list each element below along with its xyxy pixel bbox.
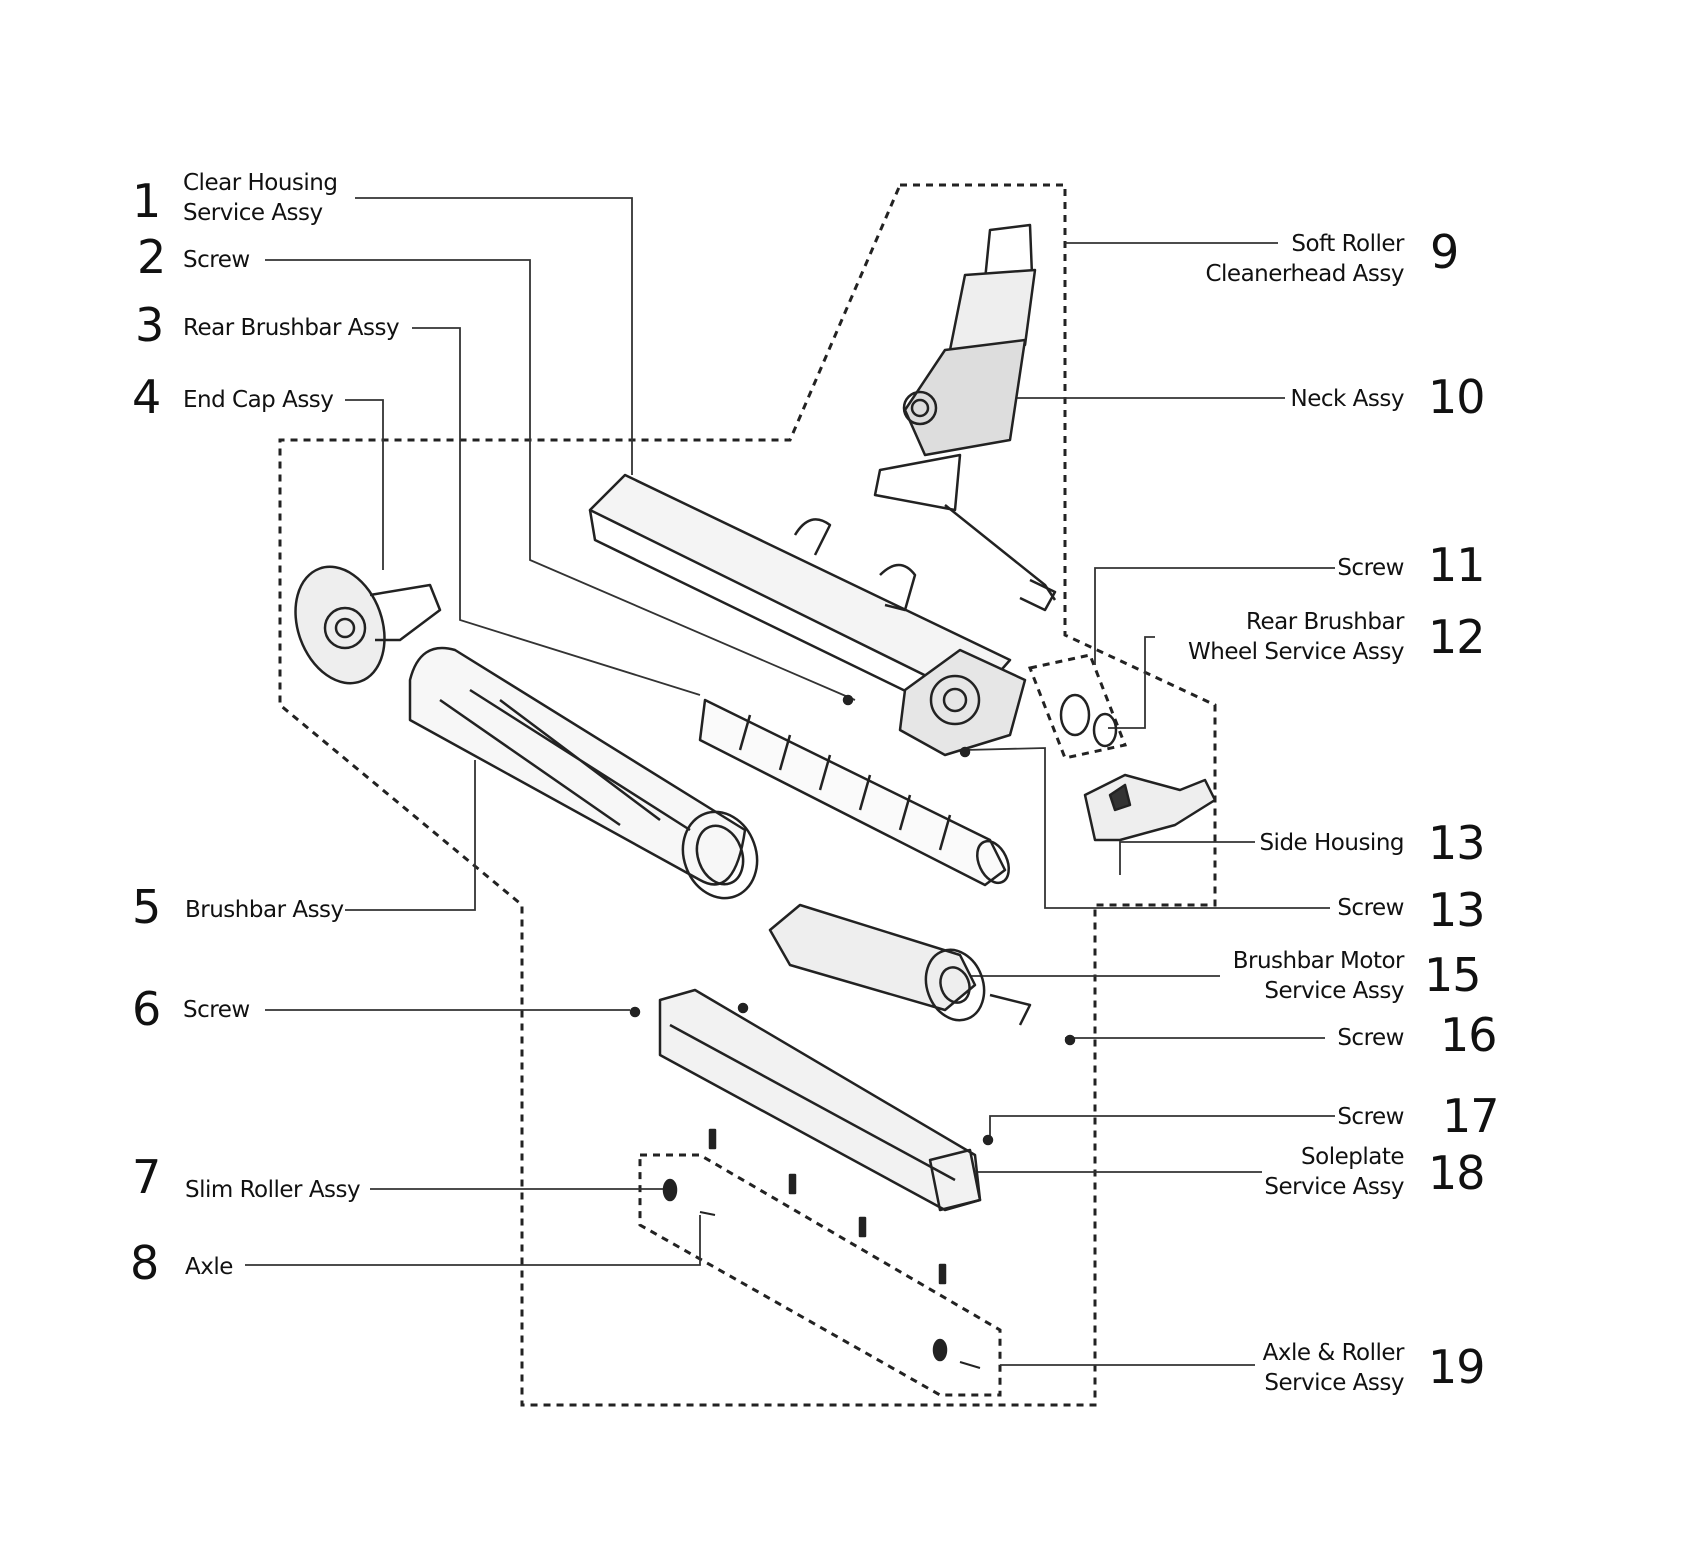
part-label-8-line-1: Axle — [185, 1254, 233, 1280]
part-label-13-side-housing: Side Housing — [1259, 828, 1404, 858]
brushbar-motor-drawing — [768, 903, 1032, 1026]
part-number-16: 16 — [1440, 1008, 1498, 1062]
part-label-18-line-2: Service Assy — [1264, 1174, 1404, 1200]
part-label-15-line-2: Service Assy — [1264, 978, 1404, 1004]
part-label-9-line-2: Cleanerhead Assy — [1205, 261, 1404, 287]
leader-12 — [1108, 636, 1155, 729]
part-label-4-line-1: End Cap Assy — [183, 387, 334, 413]
part-number-8: 8 — [130, 1236, 159, 1290]
part-number-13-side-housing: 13 — [1428, 816, 1486, 870]
part-label-19-line-2: Service Assy — [1264, 1370, 1404, 1396]
part-label-11: Screw — [1337, 553, 1404, 583]
part-label-4: End Cap Assy — [183, 385, 334, 415]
part-label-15: Brushbar Motor Service Assy — [1232, 946, 1405, 1006]
part-label-9-line-1: Soft Roller — [1291, 231, 1404, 257]
assembly-boundaries — [278, 183, 1217, 1407]
part-number-3: 3 — [135, 298, 164, 352]
leader-13-screw — [964, 747, 1330, 909]
wheel-service-boundary — [1027, 653, 1128, 760]
neck-assy-drawing — [873, 223, 1057, 612]
part-label-3-line-1: Rear Brushbar Assy — [183, 315, 400, 341]
part-number-7: 7 — [132, 1150, 161, 1204]
part-label-18-line-1: Soleplate — [1301, 1144, 1404, 1170]
part-number-6: 6 — [132, 982, 161, 1036]
part-drawings — [294, 223, 1217, 1369]
part-number-11: 11 — [1428, 538, 1486, 592]
part-label-5: Brushbar Assy — [185, 895, 344, 925]
leader-2 — [265, 259, 856, 701]
part-number-5: 5 — [132, 880, 161, 934]
clear-housing-drawing — [588, 473, 1027, 757]
leader-17 — [989, 1115, 1335, 1138]
rear-brushbar-drawing — [698, 698, 1010, 887]
part-label-7-line-1: Slim Roller Assy — [185, 1177, 361, 1203]
part-label-2-line-1: Screw — [183, 247, 250, 273]
leader-4 — [345, 399, 384, 570]
part-number-10: 10 — [1428, 370, 1486, 424]
part-number-12: 12 — [1428, 610, 1486, 664]
part-label-2: Screw — [183, 245, 250, 275]
small-parts-drawing — [629, 694, 1076, 1369]
part-label-1: Clear Housing Service Assy — [183, 168, 338, 228]
cleanerhead-assembly-boundary — [278, 183, 1217, 1407]
part-label-13-screw: Screw — [1337, 893, 1404, 923]
part-label-19: Axle & Roller Service Assy — [1262, 1338, 1405, 1398]
brushbar-drawing — [408, 646, 759, 900]
part-label-6-line-1: Screw — [183, 997, 250, 1023]
part-number-2: 2 — [137, 230, 166, 284]
soleplate-drawing — [658, 988, 982, 1212]
part-number-1: 1 — [132, 174, 161, 228]
part-label-19-line-1: Axle & Roller — [1262, 1340, 1405, 1366]
part-label-7: Slim Roller Assy — [185, 1175, 361, 1205]
part-label-13-side-housing-line-1: Side Housing — [1259, 830, 1404, 856]
part-number-19: 19 — [1428, 1340, 1486, 1394]
part-number-17: 17 — [1442, 1089, 1500, 1143]
part-label-17-line-1: Screw — [1337, 1104, 1404, 1130]
side-housing-drawing — [1083, 773, 1217, 842]
leader-3 — [412, 327, 701, 696]
part-label-12: Rear Brushbar Wheel Service Assy — [1188, 607, 1404, 667]
leader-13-side-housing — [1119, 841, 1255, 875]
part-label-1-line-1: Clear Housing — [183, 170, 338, 196]
part-label-10: Neck Assy — [1290, 384, 1405, 414]
axle-roller-boundary — [638, 1153, 1002, 1397]
part-label-15-line-1: Brushbar Motor — [1232, 948, 1405, 974]
part-label-17: Screw — [1337, 1102, 1404, 1132]
part-label-5-line-1: Brushbar Assy — [185, 897, 344, 923]
wheels-drawing — [1059, 693, 1118, 748]
part-label-9: Soft Roller Cleanerhead Assy — [1205, 229, 1404, 289]
part-label-8: Axle — [185, 1252, 233, 1282]
part-number-9: 9 — [1430, 225, 1459, 279]
part-label-13-screw-line-1: Screw — [1337, 895, 1404, 921]
end-cap-drawing — [294, 565, 442, 685]
part-label-11-line-1: Screw — [1337, 555, 1404, 581]
part-number-4: 4 — [132, 370, 161, 424]
part-number-13-screw: 13 — [1428, 883, 1486, 937]
leader-5 — [345, 760, 476, 911]
part-label-16-line-1: Screw — [1337, 1025, 1404, 1051]
part-label-18: Soleplate Service Assy — [1264, 1142, 1404, 1202]
part-label-12-line-2: Wheel Service Assy — [1188, 639, 1404, 665]
part-label-6: Screw — [183, 995, 250, 1025]
part-number-18: 18 — [1428, 1146, 1486, 1200]
part-number-15: 15 — [1424, 948, 1482, 1002]
part-label-12-line-1: Rear Brushbar — [1246, 609, 1404, 635]
leader-8 — [245, 1215, 701, 1266]
part-label-3: Rear Brushbar Assy — [183, 313, 400, 343]
part-label-10-line-1: Neck Assy — [1290, 386, 1405, 412]
leader-11 — [1094, 567, 1335, 665]
part-label-16: Screw — [1337, 1023, 1404, 1053]
leader-1 — [355, 197, 633, 475]
part-label-1-line-2: Service Assy — [183, 200, 323, 226]
